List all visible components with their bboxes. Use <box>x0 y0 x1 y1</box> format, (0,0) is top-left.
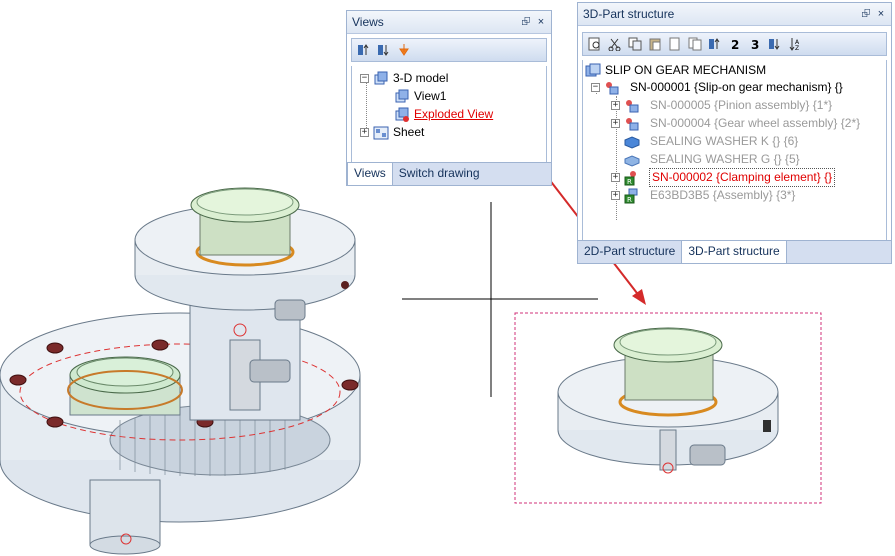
tree-item-sheet[interactable]: + Sheet <box>360 124 424 141</box>
tab-2d-part-structure[interactable]: 2D-Part structure <box>584 244 676 258</box>
tree-item-view1[interactable]: View1 <box>394 88 446 105</box>
level-2-icon[interactable]: 2 <box>727 36 743 52</box>
tree-item-sn-000002[interactable]: + R SN-000002 {Clamping element} {} <box>611 168 836 187</box>
part-icon <box>624 152 640 168</box>
tree-root[interactable]: SLIP ON GEAR MECHANISM <box>585 62 766 79</box>
copy-icon[interactable] <box>627 36 643 52</box>
tree-item-e63bd3b5[interactable]: + R E63BD3B5 {Assembly} {3*} <box>611 187 795 204</box>
document-icon[interactable] <box>667 36 683 52</box>
referenced-assembly-icon: R <box>624 170 640 186</box>
part-tree: SLIP ON GEAR MECHANISM − SN-000001 {Slip… <box>582 60 887 244</box>
view-icon <box>394 89 410 105</box>
tree-label: SN-000004 {Gear wheel assembly} {2*} <box>650 116 861 130</box>
close-icon[interactable]: × <box>877 8 885 20</box>
level-3-icon[interactable]: 3 <box>747 36 763 52</box>
expand-icon[interactable]: + <box>611 100 620 110</box>
exploded-view-model <box>557 327 779 474</box>
preview-icon[interactable] <box>587 36 603 52</box>
views-panel: Views ⮺ × − 3-D model View1 Exploded Vie… <box>346 10 552 186</box>
pin-icon[interactable]: ⮺ <box>861 8 871 20</box>
expand-icon[interactable]: + <box>611 190 620 200</box>
svg-text:Z: Z <box>795 45 799 51</box>
assembly-icon <box>624 98 640 114</box>
collapse-icon[interactable]: − <box>360 73 369 83</box>
tree-item-exploded-view[interactable]: Exploded View <box>394 106 493 123</box>
tree-item-sealing-washer-g[interactable]: SEALING WASHER G {} {5} <box>624 151 800 168</box>
tree-label: SN-000002 {Clamping element} {} <box>648 168 836 187</box>
expand-icon[interactable]: + <box>611 118 620 128</box>
tree-label: E63BD3B5 {Assembly} {3*} <box>650 188 796 202</box>
expand-icon[interactable]: + <box>360 127 369 137</box>
tree-label: View1 <box>414 89 447 103</box>
tree-item-sn-000001[interactable]: − SN-000001 {Slip-on gear mechanism} {} <box>591 79 843 96</box>
sheet-icon <box>373 125 389 141</box>
referenced-assembly-icon: R <box>624 188 640 204</box>
tree-item-sn-000005[interactable]: + SN-000005 {Pinion assembly} {1*} <box>611 97 832 114</box>
views-toolbar <box>351 38 547 62</box>
sort-down-icon[interactable] <box>767 36 783 52</box>
tree-item-sn-000004[interactable]: + SN-000004 {Gear wheel assembly} {2*} <box>611 115 860 132</box>
part-panel-title-text: 3D-Part structure <box>583 7 675 21</box>
paste-icon[interactable] <box>647 36 663 52</box>
assembly-root-icon <box>585 63 601 79</box>
tree-label: SN-000005 {Pinion assembly} {1*} <box>650 98 833 112</box>
expand-icon[interactable]: + <box>611 172 620 182</box>
part-panel-title: 3D-Part structure ⮺ × <box>578 3 891 26</box>
sort-up-icon[interactable] <box>707 36 723 52</box>
tree-item-3d-model[interactable]: − 3-D model <box>360 70 448 87</box>
exploded-view-frame[interactable] <box>514 312 822 504</box>
assembly-icon <box>624 116 640 132</box>
3d-model-icon <box>373 71 389 87</box>
tree-label: Sheet <box>393 125 425 139</box>
tab-3d-part-structure[interactable]: 3D-Part structure <box>681 241 787 263</box>
close-icon[interactable]: × <box>537 16 545 28</box>
gear-mechanism-3d-model[interactable] <box>0 187 361 555</box>
svg-text:R: R <box>627 196 632 204</box>
pin-icon[interactable]: ⮺ <box>521 16 531 28</box>
crosshair-cursor <box>402 202 598 397</box>
exploded-view-icon <box>394 107 410 123</box>
tree-label: SEALING WASHER G {} {5} <box>650 152 800 166</box>
tree-label: SN-000001 {Slip-on gear mechanism} {} <box>630 80 843 94</box>
part-tabs: 2D-Part structure 3D-Part structure <box>578 240 891 263</box>
tab-switch-drawing[interactable]: Switch drawing <box>398 166 480 180</box>
sort-down-icon[interactable] <box>376 42 392 58</box>
tree-label: SLIP ON GEAR MECHANISM <box>605 63 767 77</box>
part-icon <box>624 134 640 150</box>
views-panel-title: Views ⮺ × <box>347 11 551 34</box>
svg-text:3: 3 <box>751 38 759 51</box>
svg-text:2: 2 <box>731 38 739 51</box>
tree-label: Exploded View <box>414 107 494 121</box>
sort-up-icon[interactable] <box>356 42 372 58</box>
views-tabs: Views Switch drawing <box>347 162 551 185</box>
collapse-icon[interactable]: − <box>591 82 600 92</box>
tree-label: SEALING WASHER K {} {6} <box>650 134 799 148</box>
cut-icon[interactable] <box>607 36 623 52</box>
views-tree: − 3-D model View1 Exploded View + Sheet <box>351 66 547 177</box>
svg-text:R: R <box>627 178 632 186</box>
tree-label: 3-D model <box>393 71 449 85</box>
assembly-icon <box>604 80 620 96</box>
views-panel-title-text: Views <box>352 15 384 29</box>
svg-text:A: A <box>795 39 800 46</box>
document-copy-icon[interactable] <box>687 36 703 52</box>
tree-item-sealing-washer-k[interactable]: SEALING WASHER K {} {6} <box>624 133 798 150</box>
move-down-icon[interactable] <box>396 42 412 58</box>
tab-views[interactable]: Views <box>347 163 393 185</box>
